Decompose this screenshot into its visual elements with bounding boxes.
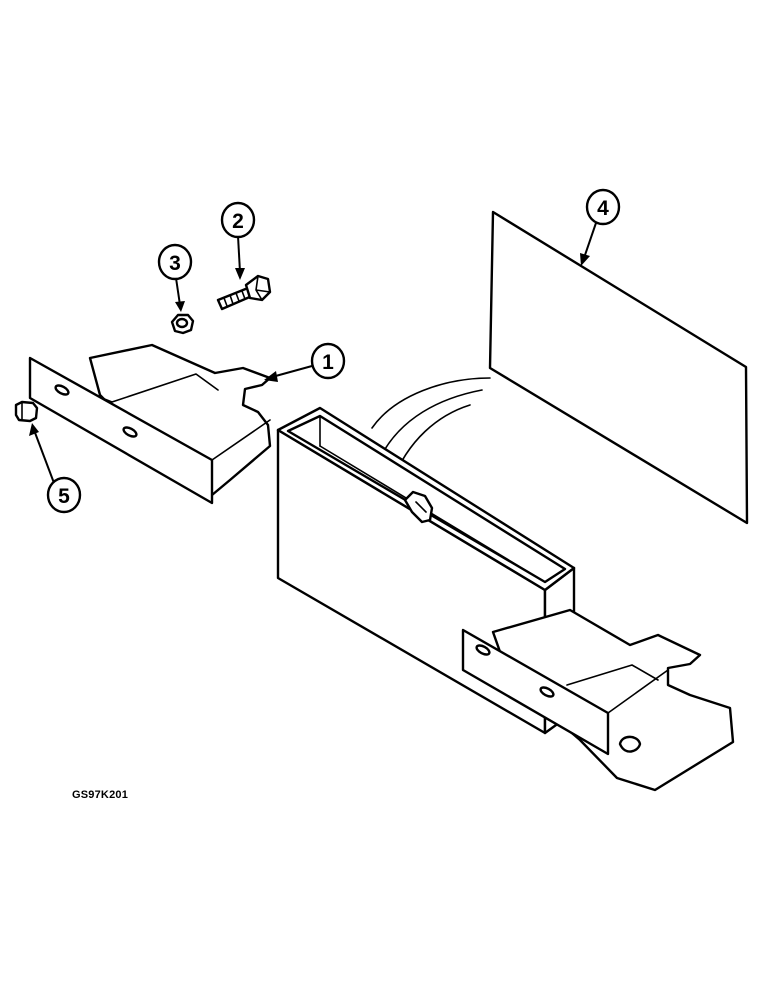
callout-1-label: 1 (322, 351, 334, 374)
part-2-hex-bolt (216, 274, 272, 311)
callout-4-label: 4 (597, 197, 609, 220)
callout-3-label: 3 (169, 252, 181, 275)
part-1-left-bracket (28, 343, 272, 505)
callout-3: 3 (157, 243, 193, 281)
callout-4: 4 (585, 188, 621, 226)
part-4-panel (488, 210, 749, 525)
callout-2: 2 (220, 201, 256, 239)
callout-1: 1 (310, 342, 346, 380)
part-3-nut (170, 313, 195, 335)
right-bracket (461, 608, 735, 792)
callout-5: 5 (46, 476, 82, 514)
callout-5-label: 5 (58, 485, 70, 508)
figure-code: GS97K201 (72, 789, 129, 801)
part-5-bolt (14, 400, 39, 423)
leader-lines (29, 219, 598, 484)
callout-2-label: 2 (232, 210, 244, 233)
